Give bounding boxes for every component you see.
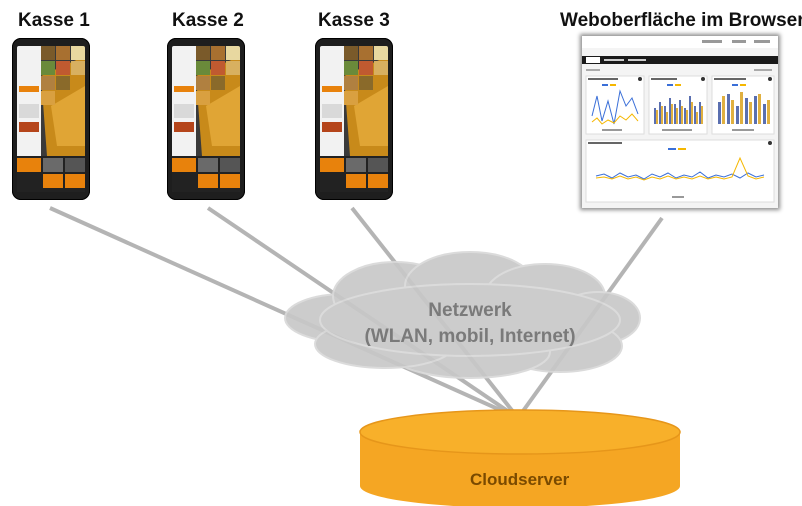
- network-subtitle: (WLAN, mobil, Internet): [364, 326, 576, 347]
- dashboard-graphic: [582, 36, 778, 208]
- cloudserver-cylinder: [359, 409, 681, 506]
- pos-screen-graphic: [172, 46, 240, 192]
- browser-dashboard: [582, 36, 778, 208]
- pos-phone-3: [315, 38, 393, 200]
- pos-screen: [320, 46, 388, 192]
- pos-screen-graphic: [320, 46, 388, 192]
- pos-phone-2: [167, 38, 245, 200]
- web-label: Weboberfläche im Browser: [560, 10, 802, 31]
- pos-screen-graphic: [17, 46, 85, 192]
- connection-line-kasse1: [49, 206, 519, 420]
- kasse2-label: Kasse 2: [172, 10, 244, 31]
- pos-phone-1: [12, 38, 90, 200]
- network-title: Netzwerk: [428, 300, 512, 321]
- kasse3-label: Kasse 3: [318, 10, 390, 31]
- kasse1-label: Kasse 1: [18, 10, 90, 31]
- pos-screen: [17, 46, 85, 192]
- network-cloud: [284, 251, 641, 379]
- cloudserver-label: Cloudserver: [470, 470, 570, 489]
- pos-screen: [172, 46, 240, 192]
